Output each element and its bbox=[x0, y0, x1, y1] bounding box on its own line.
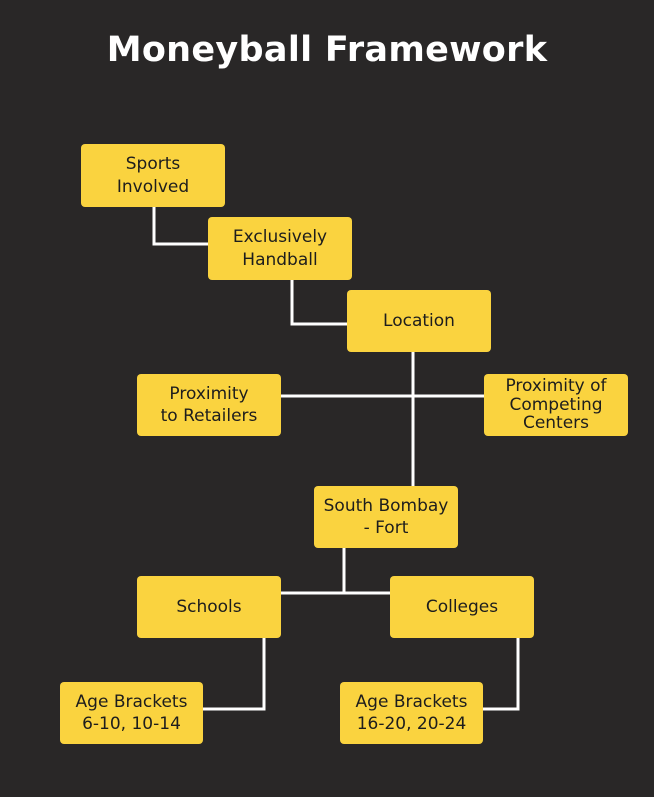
node-location: Location bbox=[347, 290, 491, 352]
connector-handball-to-location bbox=[290, 278, 349, 326]
connector-schools-to-age bbox=[200, 636, 266, 711]
node-age-brackets-colleges: Age Brackets 16-20, 20-24 bbox=[340, 682, 483, 744]
diagram-title: Moneyball Framework bbox=[106, 30, 548, 70]
node-proximity-of-competing-centers: Proximity of Competing Centers bbox=[484, 374, 628, 436]
connector-colleges-to-age bbox=[481, 636, 520, 711]
node-proximity-to-retailers: Proximity to Retailers bbox=[137, 374, 281, 436]
node-age-brackets-schools: Age Brackets 6-10, 10-14 bbox=[60, 682, 203, 744]
node-colleges: Colleges bbox=[390, 576, 534, 638]
node-south-bombay-fort: South Bombay - Fort bbox=[314, 486, 458, 548]
node-sports-involved: Sports Involved bbox=[81, 144, 225, 207]
node-schools: Schools bbox=[137, 576, 281, 638]
node-exclusively-handball: Exclusively Handball bbox=[208, 217, 352, 280]
connector-sports-to-handball bbox=[152, 205, 211, 246]
